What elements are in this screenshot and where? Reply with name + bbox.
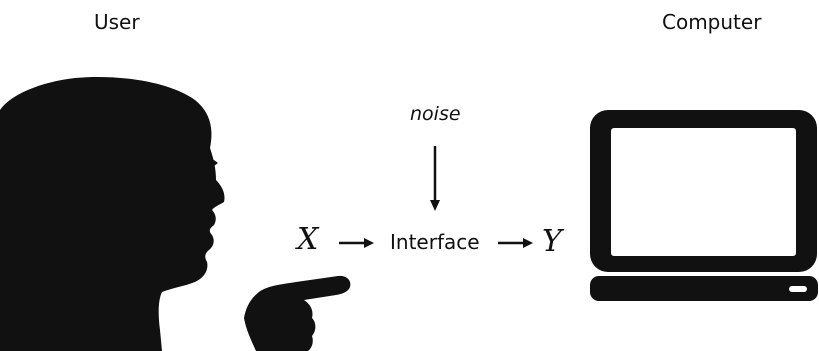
- laptop-icon: [590, 110, 818, 301]
- laptop-base: [590, 276, 818, 301]
- laptop-screen: [611, 128, 796, 256]
- arrow-noise-to-interface: [430, 146, 440, 211]
- arrow-interface-to-y: [498, 238, 533, 248]
- pointing-hand-icon: [244, 276, 350, 351]
- user-silhouette-icon: [0, 77, 350, 351]
- laptop-indicator: [789, 286, 807, 292]
- head-silhouette-icon: [0, 77, 225, 351]
- arrow-x-to-interface: [339, 238, 374, 248]
